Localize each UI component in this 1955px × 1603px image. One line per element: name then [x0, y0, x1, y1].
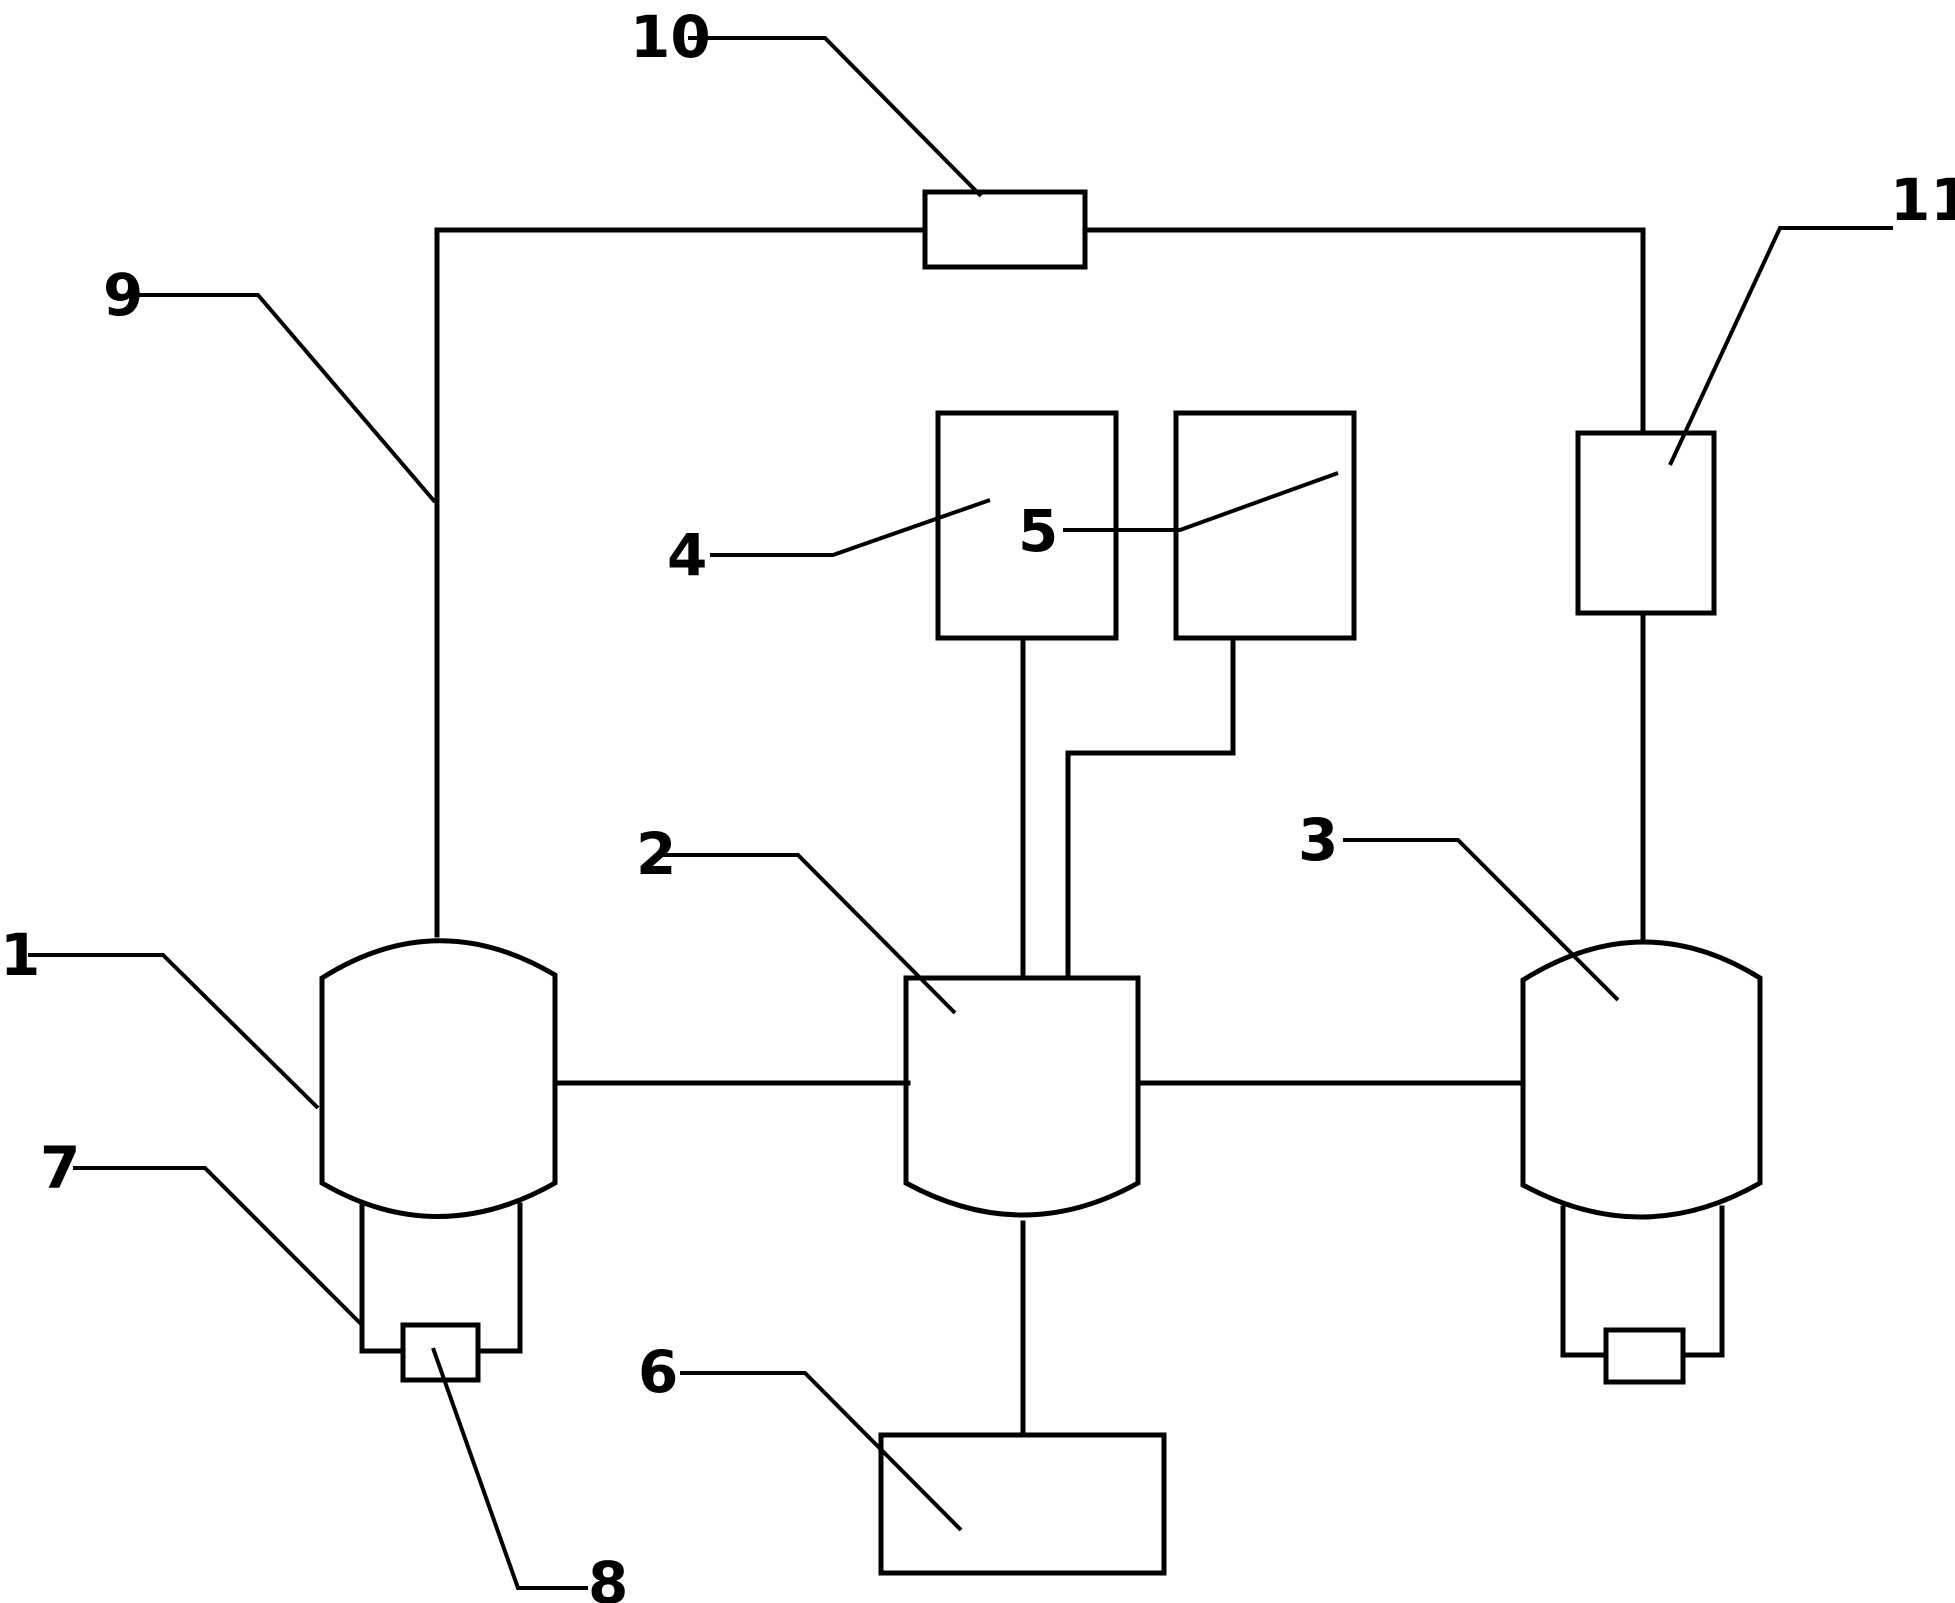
components — [319, 189, 1763, 1576]
pipe-5-to-2 — [1065, 635, 1236, 981]
label-4: 4 — [667, 521, 707, 589]
connection-lines — [359, 227, 1725, 1438]
box-3-bottom — [1603, 1327, 1686, 1385]
loop-1-left — [359, 1202, 406, 1354]
label-7: 7 — [40, 1134, 80, 1202]
leader-10 — [688, 36, 983, 198]
leader-5 — [1063, 471, 1339, 532]
leader-8 — [431, 1347, 588, 1590]
label-3: 3 — [1298, 806, 1338, 874]
loop-1-right — [475, 1202, 523, 1354]
box-6 — [878, 1432, 1167, 1576]
box-4 — [935, 410, 1119, 641]
leader-11 — [1668, 226, 1893, 466]
leader-7 — [73, 1166, 364, 1327]
label-1: 1 — [0, 921, 40, 989]
label-10: 10 — [630, 3, 711, 71]
loop-3-right — [1680, 1205, 1725, 1358]
box-11 — [1575, 430, 1717, 616]
label-8: 8 — [588, 1549, 628, 1603]
leader-4 — [710, 498, 991, 557]
loop-3-left — [1560, 1205, 1609, 1358]
leader-3 — [1343, 838, 1620, 1002]
label-11: 11 — [1890, 166, 1955, 234]
pipe-9-vertical — [434, 227, 928, 938]
vessel-2 — [903, 975, 1141, 1218]
leader-6 — [680, 1371, 963, 1532]
box-5 — [1173, 410, 1357, 641]
box-8 — [400, 1322, 481, 1383]
number-labels: 1 2 3 4 5 6 7 8 9 10 11 — [0, 3, 1955, 1603]
pipe-top-right — [1082, 227, 1646, 436]
vessel-1 — [319, 938, 558, 1219]
label-2: 2 — [636, 820, 676, 888]
leader-2 — [660, 853, 957, 1015]
label-6: 6 — [638, 1338, 678, 1406]
vessel-3 — [1520, 939, 1763, 1220]
label-9: 9 — [103, 261, 143, 329]
leader-1 — [28, 953, 320, 1110]
label-5: 5 — [1018, 497, 1058, 565]
leader-lines — [28, 36, 1893, 1590]
box-10 — [922, 189, 1088, 270]
leader-9 — [138, 293, 437, 504]
